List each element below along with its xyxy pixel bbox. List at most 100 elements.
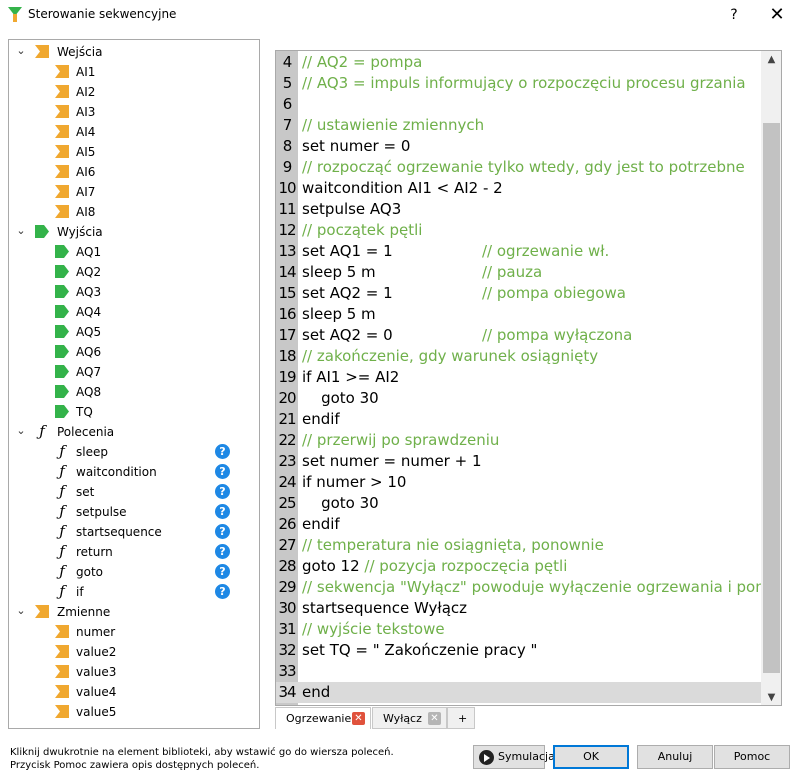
code-line[interactable]: 33 bbox=[276, 661, 761, 682]
help-circle-icon[interactable]: ? bbox=[215, 464, 230, 479]
output-arrow-icon bbox=[55, 385, 69, 398]
help-circle-icon[interactable]: ? bbox=[215, 584, 230, 599]
chevron-down-icon[interactable]: ⌄ bbox=[16, 604, 26, 617]
code-line[interactable]: 31// wyjście tekstowe bbox=[276, 619, 761, 640]
tree-item-aq4[interactable]: AQ4 bbox=[9, 302, 259, 322]
tree-group-input[interactable]: ⌄Wejścia bbox=[9, 42, 259, 62]
help-circle-icon[interactable]: ? bbox=[215, 504, 230, 519]
tree-item-ai8[interactable]: AI8 bbox=[9, 202, 259, 222]
tree-item-aq7[interactable]: AQ7 bbox=[9, 362, 259, 382]
code-line[interactable]: 5// AQ3 = impuls informujący o rozpoczęc… bbox=[276, 73, 761, 94]
tree-item-ai5[interactable]: AI5 bbox=[9, 142, 259, 162]
tree-group-var[interactable]: ⌄Zmienne bbox=[9, 602, 259, 622]
tree-item-aq3[interactable]: AQ3 bbox=[9, 282, 259, 302]
code-line[interactable]: 25 goto 30 bbox=[276, 493, 761, 514]
tree-item-aq5[interactable]: AQ5 bbox=[9, 322, 259, 342]
code-line[interactable]: 29// sekwencja "Wyłącz" powoduje wyłącze… bbox=[276, 577, 781, 598]
tree-item-value2[interactable]: value2 bbox=[9, 642, 259, 662]
help-circle-icon[interactable]: ? bbox=[215, 444, 230, 459]
ok-button[interactable]: OK bbox=[553, 745, 629, 769]
close-button[interactable]: ✕ bbox=[769, 4, 785, 25]
tree-item-value3[interactable]: value3 bbox=[9, 662, 259, 682]
tree-item-ai2[interactable]: AI2 bbox=[9, 82, 259, 102]
code-line[interactable]: 27// temperatura nie osiągnięta, ponowni… bbox=[276, 535, 761, 556]
code-line[interactable]: 18// zakończenie, gdy warunek osiągnięty bbox=[276, 346, 761, 367]
tree-item-aq1[interactable]: AQ1 bbox=[9, 242, 259, 262]
chevron-down-icon[interactable]: ⌄ bbox=[16, 44, 26, 57]
help-circle-icon[interactable]: ? bbox=[215, 564, 230, 579]
tree-item-label: AI2 bbox=[76, 85, 96, 99]
tree-item-ai3[interactable]: AI3 bbox=[9, 102, 259, 122]
tree-item-tq[interactable]: TQ bbox=[9, 402, 259, 422]
help-circle-icon[interactable]: ? bbox=[215, 484, 230, 499]
output-arrow-icon bbox=[55, 345, 69, 358]
add-tab-button[interactable]: + bbox=[447, 707, 475, 729]
tree-item-aq8[interactable]: AQ8 bbox=[9, 382, 259, 402]
code-line[interactable]: 20 goto 30 bbox=[276, 388, 761, 409]
code-line[interactable]: 4// AQ2 = pompa bbox=[276, 52, 761, 73]
scroll-thumb[interactable] bbox=[763, 123, 780, 673]
tree-item-numer[interactable]: numer bbox=[9, 622, 259, 642]
code-line[interactable]: 12// początek pętli bbox=[276, 220, 761, 241]
close-tab-icon[interactable]: ✕ bbox=[428, 712, 441, 725]
simulate-button[interactable]: Symulacja bbox=[473, 745, 555, 769]
cancel-button[interactable]: Anuluj bbox=[637, 745, 713, 769]
tree-item-ai1[interactable]: AI1 bbox=[9, 62, 259, 82]
chevron-down-icon[interactable]: ⌄ bbox=[16, 424, 26, 437]
code-line[interactable]: 22// przerwij po sprawdzeniu bbox=[276, 430, 761, 451]
code-statement: if numer > 10 bbox=[302, 473, 407, 491]
tree-item-ai7[interactable]: AI7 bbox=[9, 182, 259, 202]
line-number: 31 bbox=[278, 620, 296, 638]
tree-item-aq2[interactable]: AQ2 bbox=[9, 262, 259, 282]
chevron-down-icon[interactable]: ⌄ bbox=[16, 224, 26, 237]
editor-scrollbar[interactable]: ▲ ▼ bbox=[761, 51, 781, 705]
tree-group-output[interactable]: ⌄ Wyjścia bbox=[9, 222, 259, 242]
scroll-up-icon[interactable]: ▲ bbox=[767, 54, 776, 65]
help-title-button[interactable]: ? bbox=[730, 7, 738, 23]
tree-item-ai6[interactable]: AI6 bbox=[9, 162, 259, 182]
code-line[interactable]: 6 bbox=[276, 94, 761, 115]
tree-group-label: Wyjścia bbox=[57, 225, 103, 239]
tree-item-ai4[interactable]: AI4 bbox=[9, 122, 259, 142]
code-line[interactable]: 7// ustawienie zmiennych bbox=[276, 115, 761, 136]
close-tab-icon[interactable]: ✕ bbox=[352, 712, 365, 725]
help-circle-icon[interactable]: ? bbox=[215, 544, 230, 559]
help-button[interactable]: Pomoc bbox=[714, 745, 790, 769]
tab-wyłącz[interactable]: Wyłącz✕ bbox=[372, 707, 447, 729]
tab-ogrzewanie[interactable]: Ogrzewanie✕ bbox=[275, 707, 371, 729]
help-circle-icon[interactable]: ? bbox=[215, 524, 230, 539]
tree-item-value4[interactable]: value4 bbox=[9, 682, 259, 702]
scroll-down-icon[interactable]: ▼ bbox=[767, 692, 776, 703]
code-line[interactable]: 9// rozpocząć ogrzewanie tylko wtedy, gd… bbox=[276, 157, 761, 178]
tree-item-aq6[interactable]: AQ6 bbox=[9, 342, 259, 362]
tree-item-value5[interactable]: value5 bbox=[9, 702, 259, 722]
